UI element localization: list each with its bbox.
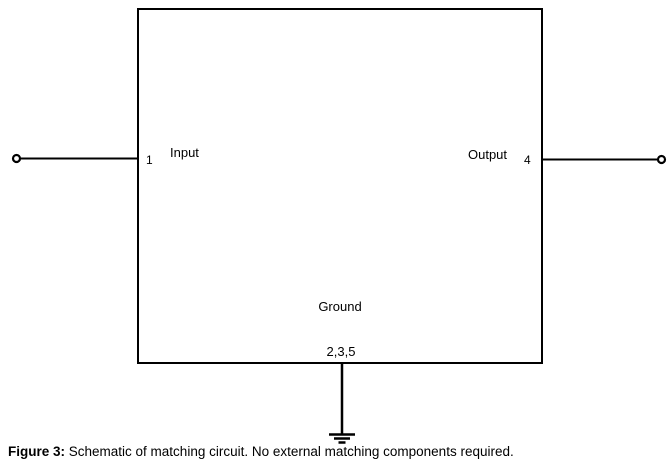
figure-caption-prefix: Figure 3: <box>8 444 66 459</box>
figure-caption: Figure 3: Schematic of matching circuit.… <box>8 444 514 460</box>
ground-symbol-icon <box>329 433 355 444</box>
pin-1-number: 1 <box>146 153 153 167</box>
input-label: Input <box>170 145 199 160</box>
ground-label: Ground <box>318 299 362 314</box>
output-label: Output <box>468 147 508 162</box>
pin-4-number: 4 <box>524 153 531 167</box>
output-terminal-icon <box>656 154 667 165</box>
ground-pin-numbers: 2,3,5 <box>326 344 356 359</box>
figure-caption-text: Schematic of matching circuit. No extern… <box>65 444 514 459</box>
circuit-block-outline <box>137 8 543 364</box>
input-terminal-icon <box>11 153 22 164</box>
